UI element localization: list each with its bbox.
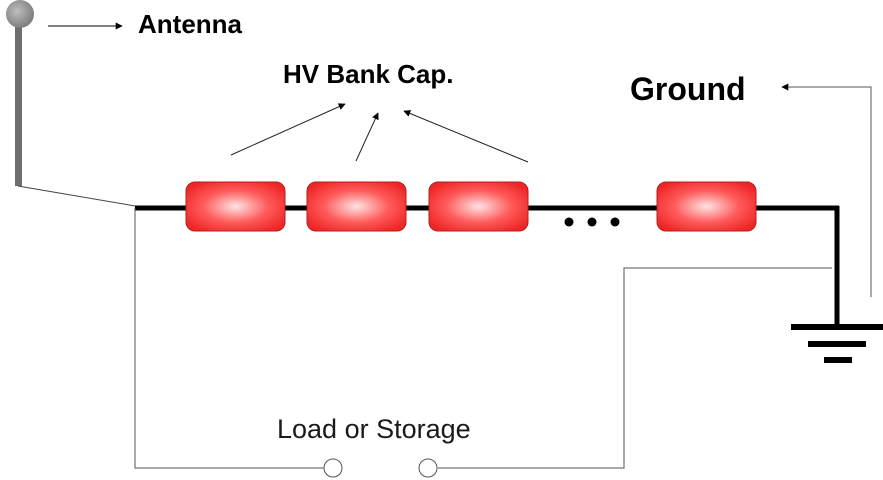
load-label: Load or Storage — [277, 414, 471, 444]
antenna-lead-wire — [17, 185, 136, 207]
capacitor-1 — [185, 181, 286, 232]
capacitor-2 — [306, 181, 407, 232]
capacitor-3 — [428, 181, 529, 232]
antenna-label: Antenna — [138, 9, 243, 39]
ground-arrow — [781, 83, 872, 297]
bank-caps-label: HV Bank Cap. — [283, 59, 454, 89]
ground-symbol — [791, 324, 883, 363]
antenna-tip — [6, 0, 34, 28]
load-left-wire — [134, 208, 324, 469]
bank-caps-arrow-left — [230, 103, 346, 156]
load-right-wire — [438, 267, 832, 469]
capacitor-bank — [185, 181, 757, 232]
ground-label: Ground — [630, 71, 746, 107]
capacitor-4 — [656, 181, 757, 232]
bank-caps-arrow-right — [403, 110, 529, 163]
bank-caps-arrow-center — [355, 112, 379, 162]
antenna — [6, 0, 34, 186]
load-terminal-right — [418, 458, 438, 478]
ellipsis-dots — [564, 217, 620, 227]
antenna-rod — [15, 22, 22, 186]
load-terminal-left — [323, 458, 343, 478]
